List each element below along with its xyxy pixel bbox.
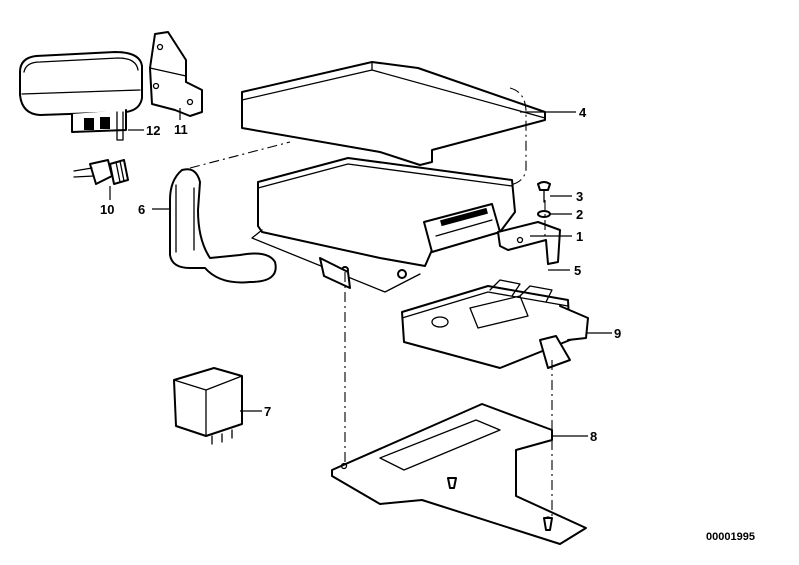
part-8-base-plate (331, 403, 587, 545)
part-4-cover (241, 61, 546, 186)
callout-3: 3 (576, 189, 583, 204)
callout-11: 11 (174, 122, 188, 137)
callout-12: 12 (146, 123, 160, 138)
callout-2: 2 (576, 207, 583, 222)
callout-10: 10 (100, 202, 114, 217)
part-1-control-unit (251, 157, 516, 293)
part-5-bracket (497, 221, 561, 265)
part-10-switch (73, 159, 129, 185)
part-3-screw (537, 181, 551, 203)
part-2-washer (537, 210, 551, 218)
callout-7: 7 (264, 404, 271, 419)
callout-5: 5 (574, 263, 581, 278)
callout-6: 6 (138, 202, 145, 217)
part-7-relay (173, 367, 243, 445)
part-6-cable (169, 168, 277, 284)
part-12-relay-cover (19, 51, 143, 141)
callout-labels: 1 2 3 4 5 6 7 8 9 10 11 12 (100, 105, 621, 444)
part-11-bracket (149, 31, 203, 117)
assembly-lines (189, 141, 553, 520)
callout-1: 1 (576, 229, 583, 244)
callout-9: 9 (614, 326, 621, 341)
part-9-module (401, 279, 589, 369)
callout-4: 4 (579, 105, 587, 120)
callout-8: 8 (590, 429, 597, 444)
reference-number: 00001995 (706, 531, 755, 543)
callout-leaders (109, 108, 612, 437)
